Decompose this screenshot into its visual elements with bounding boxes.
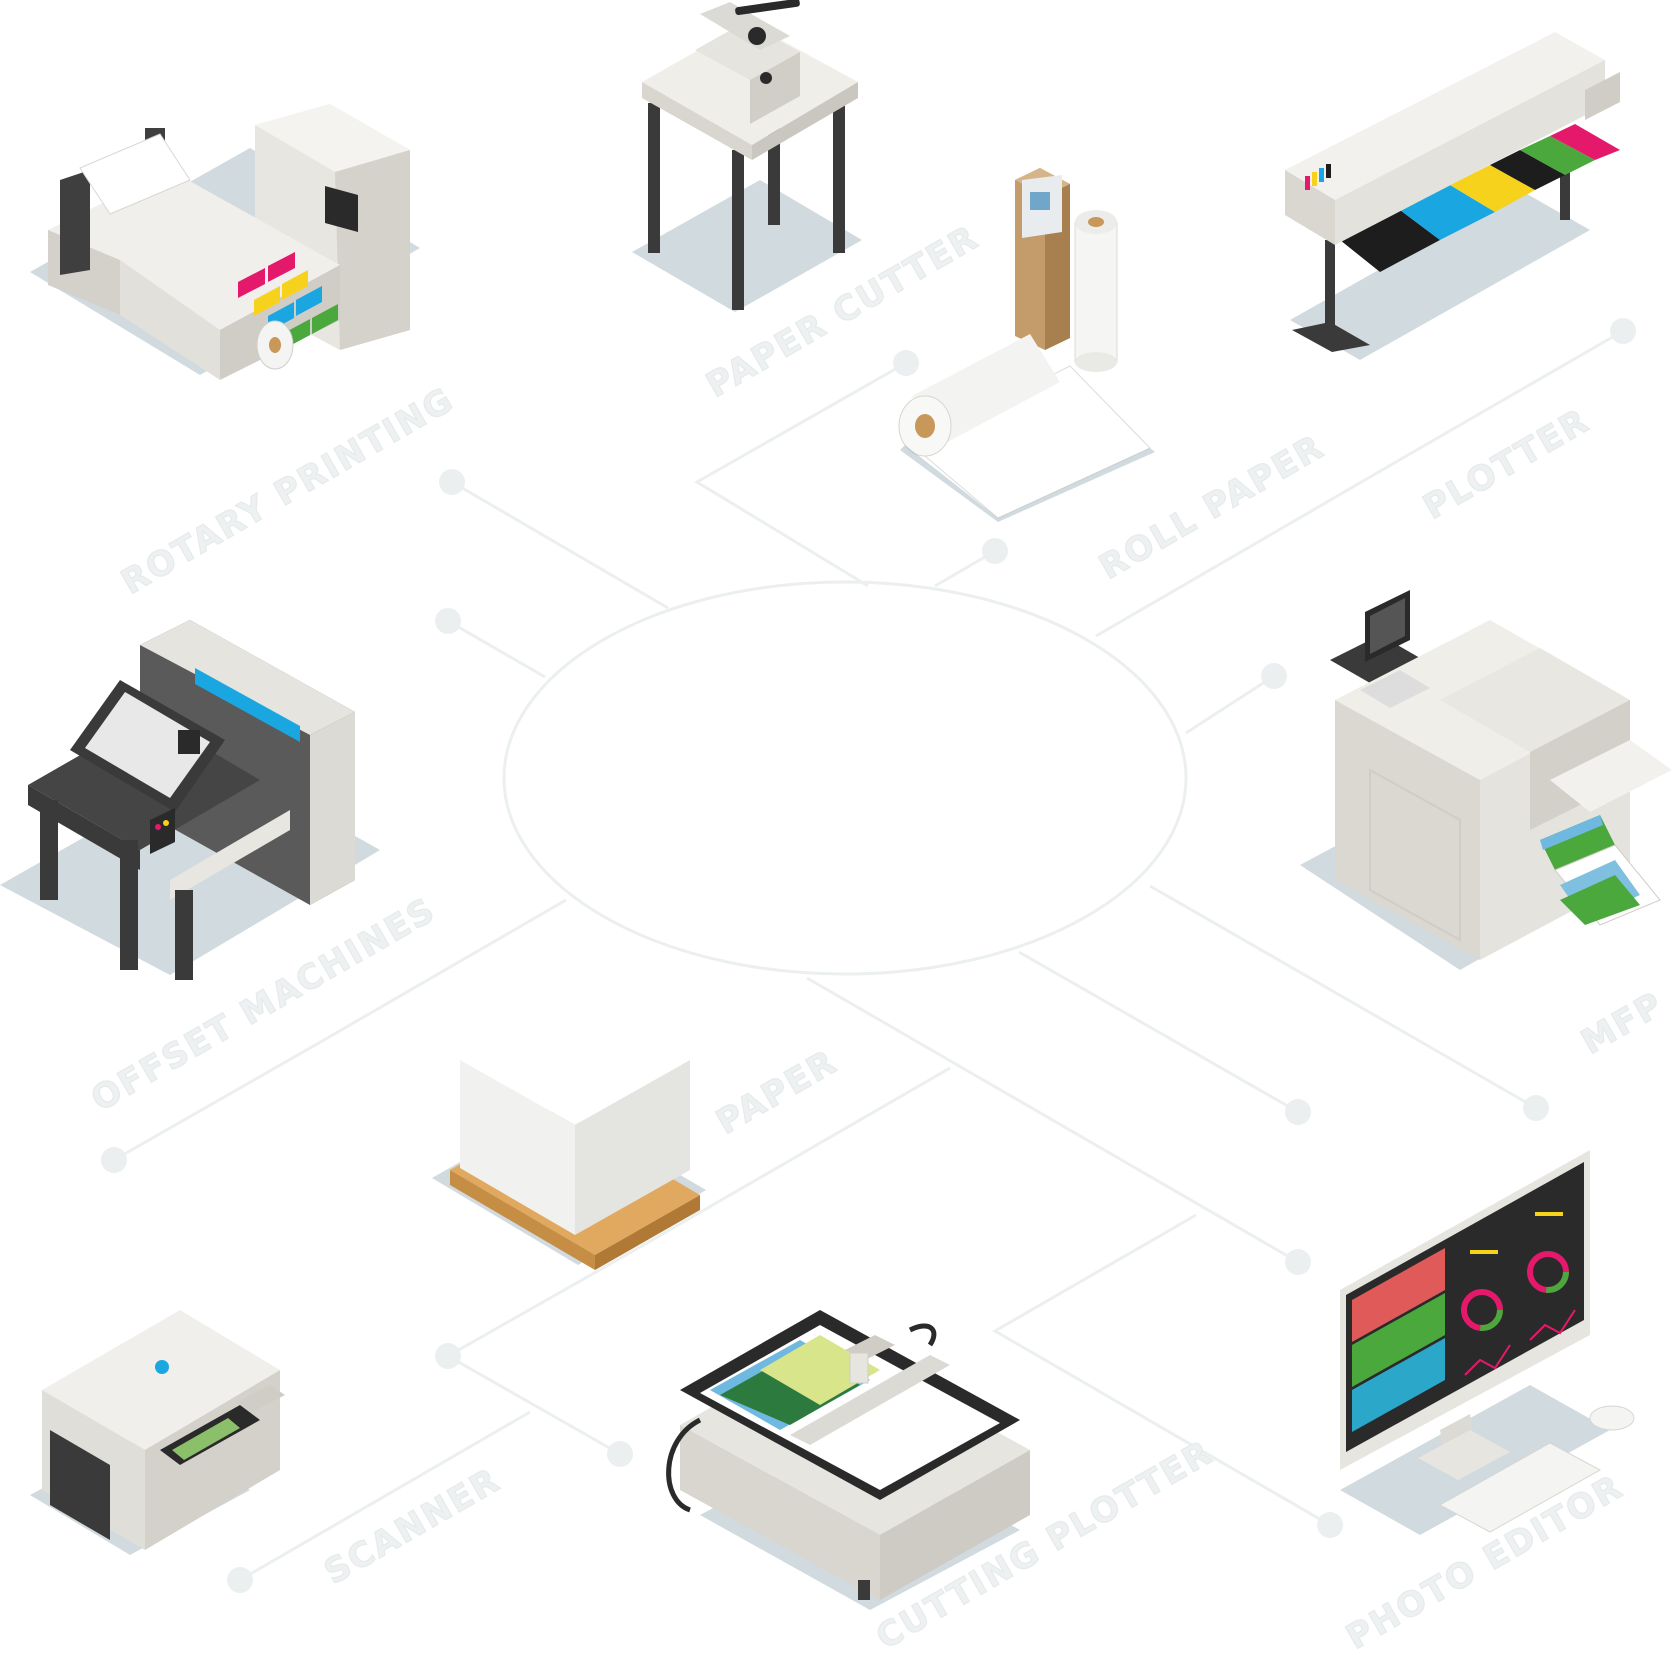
connector-offset-bottom bbox=[113, 898, 567, 1162]
connector-plotter bbox=[1095, 329, 1624, 638]
connector-rotary bbox=[451, 480, 669, 610]
label-paper: PAPER bbox=[710, 1042, 845, 1143]
connector-scanner-mid bbox=[447, 1354, 621, 1456]
connector-mfp-mid bbox=[1018, 950, 1299, 1114]
connector-scanner-bottom bbox=[239, 1410, 531, 1582]
connector-paper bbox=[806, 976, 1299, 1264]
connector-scanner-top bbox=[447, 1066, 951, 1358]
connector-lines bbox=[101, 318, 1636, 1593]
photo-editor-workstation-icon bbox=[1340, 1150, 1635, 1535]
center-hub bbox=[502, 580, 1188, 976]
cutting-plotter-artwork bbox=[710, 1335, 880, 1430]
color-swatch-roll bbox=[238, 252, 338, 370]
plotter-icon bbox=[1285, 32, 1620, 360]
paper-cutter-icon bbox=[632, 0, 862, 312]
connector-photoeditor bbox=[992, 1213, 1331, 1527]
mfp-icon bbox=[1300, 590, 1672, 970]
connector-cutter bbox=[694, 361, 907, 588]
roll-paper-icon bbox=[898, 168, 1155, 522]
photo-editor-screen bbox=[1352, 1212, 1576, 1432]
label-mfp: MFP bbox=[1575, 984, 1671, 1063]
label-plotter: PLOTTER bbox=[1417, 401, 1597, 528]
connector-mfp-top bbox=[1185, 674, 1275, 735]
paper-stack-icon bbox=[432, 995, 706, 1270]
offset-machine-icon bbox=[0, 620, 380, 980]
label-rotary-printing: ROTARY PRINTING bbox=[115, 380, 462, 603]
cutting-plotter-icon bbox=[666, 1310, 1030, 1610]
mfp-output-photo bbox=[1540, 815, 1661, 926]
scanner-icon bbox=[30, 1310, 285, 1555]
rotary-printing-machine-icon bbox=[30, 104, 420, 380]
connector-mfp-bottom bbox=[1149, 884, 1537, 1110]
connector-offset-top bbox=[447, 619, 546, 679]
